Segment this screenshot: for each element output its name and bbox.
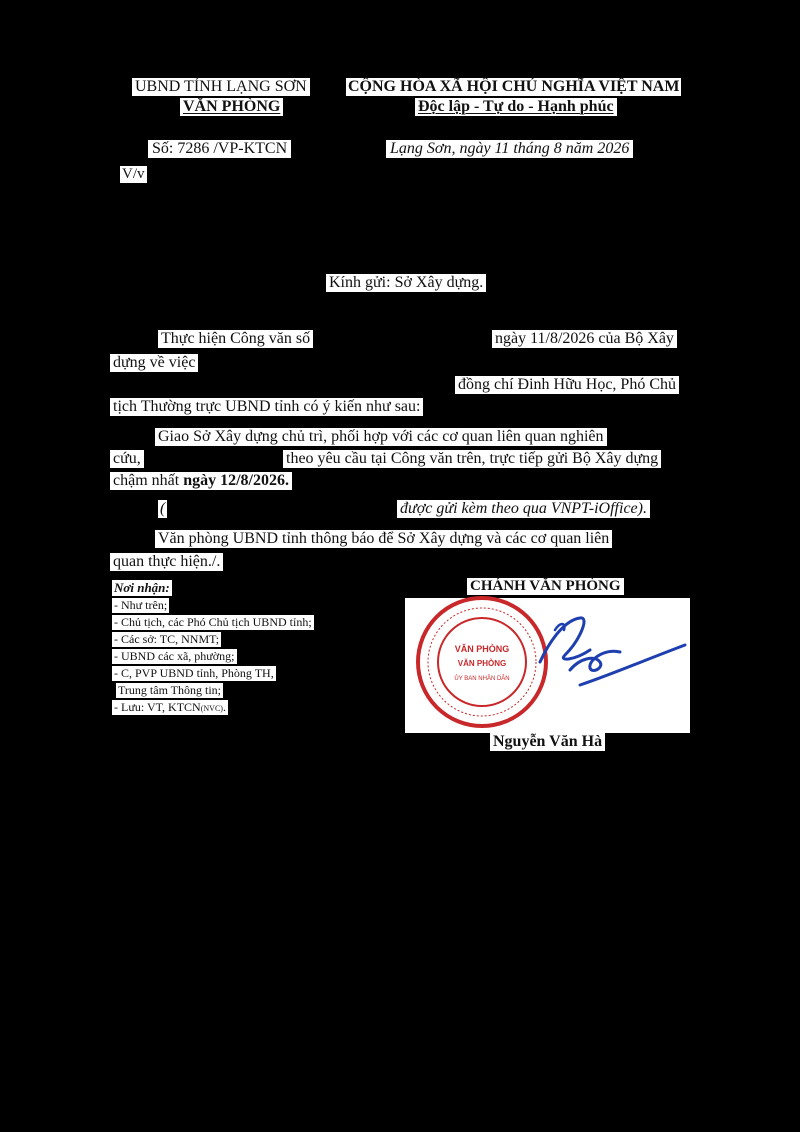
p4-line2: quan thực hiện./. (110, 553, 224, 571)
recipients-item: - C, PVP UBND tỉnh, Phòng TH, (112, 666, 276, 681)
deadline-date: ngày 12/8/2026. (183, 472, 289, 489)
agency-office: VĂN PHÒNG (180, 98, 284, 116)
nation-motto: Độc lập - Tự do - Hạnh phúc (415, 98, 617, 116)
stamp-text-mid: VĂN PHÒNG (458, 659, 506, 668)
p1-line4: tịch Thường trực UBND tỉnh có ý kiến như… (110, 398, 424, 416)
p3-attachment-note: được gửi kèm theo qua VNPT-iOffice). (397, 500, 650, 518)
p1-line1-a: Thực hiện Công văn số (158, 330, 314, 348)
recipients-title: Nơi nhận: (112, 580, 172, 596)
recipients-item: - Như trên; (112, 598, 170, 613)
agency-name: UBND TỈNH LẠNG SƠN (132, 78, 310, 96)
recipients-item: - UBND các xã, phường; (112, 649, 237, 664)
stamp-text-top: VĂN PHÒNG (455, 643, 510, 654)
p2-line1: Giao Sở Xây dựng chủ trì, phối hợp với c… (155, 428, 607, 446)
official-stamp: VĂN PHÒNG VĂN PHÒNG ỦY BAN NHÂN DÂN (416, 596, 548, 728)
signer-title: CHÁNH VĂN PHÒNG (467, 578, 624, 595)
recipient-line: Kính gửi: Sở Xây dựng. (326, 274, 487, 292)
recipients-item: Trung tâm Thông tin; (116, 683, 224, 698)
p3-open-paren: ( (158, 500, 168, 518)
recipients-item: - Các sở: TC, NNMT; (112, 632, 222, 647)
p1-line3: đồng chí Đinh Hữu Học, Phó Chủ (455, 376, 679, 394)
document-number: Số: 7286 /VP-KTCN (148, 140, 292, 158)
recipients-item: - Chủ tịch, các Phó Chủ tịch UBND tỉnh; (112, 615, 314, 630)
stamp-text-bottom: ỦY BAN NHÂN DÂN (454, 675, 509, 682)
subject-prefix: V/v (120, 166, 147, 183)
nation-title: CỘNG HÒA XÃ HỘI CHỦ NGHĨA VIỆT NAM (346, 78, 682, 96)
p2-line3: chậm nhất ngày 12/8/2026. (110, 472, 292, 490)
p1-line1-b: ngày 11/8/2026 của Bộ Xây (492, 330, 677, 348)
recipients-item-archive: - Lưu: VT, KTCN(NVC). (112, 700, 228, 715)
handwritten-signature (538, 616, 687, 687)
place-date: Lạng Sơn, ngày 11 tháng 8 năm 2026 (386, 140, 634, 158)
signer-name: Nguyễn Văn Hà (490, 733, 606, 751)
p4-line1: Văn phòng UBND tỉnh thông báo để Sở Xây … (155, 530, 613, 548)
p1-line2: dựng về việc (110, 354, 199, 372)
p2-line2-b: theo yêu cầu tại Công văn trên, trực tiế… (283, 450, 662, 468)
p2-line2-a: cứu, (110, 450, 144, 468)
